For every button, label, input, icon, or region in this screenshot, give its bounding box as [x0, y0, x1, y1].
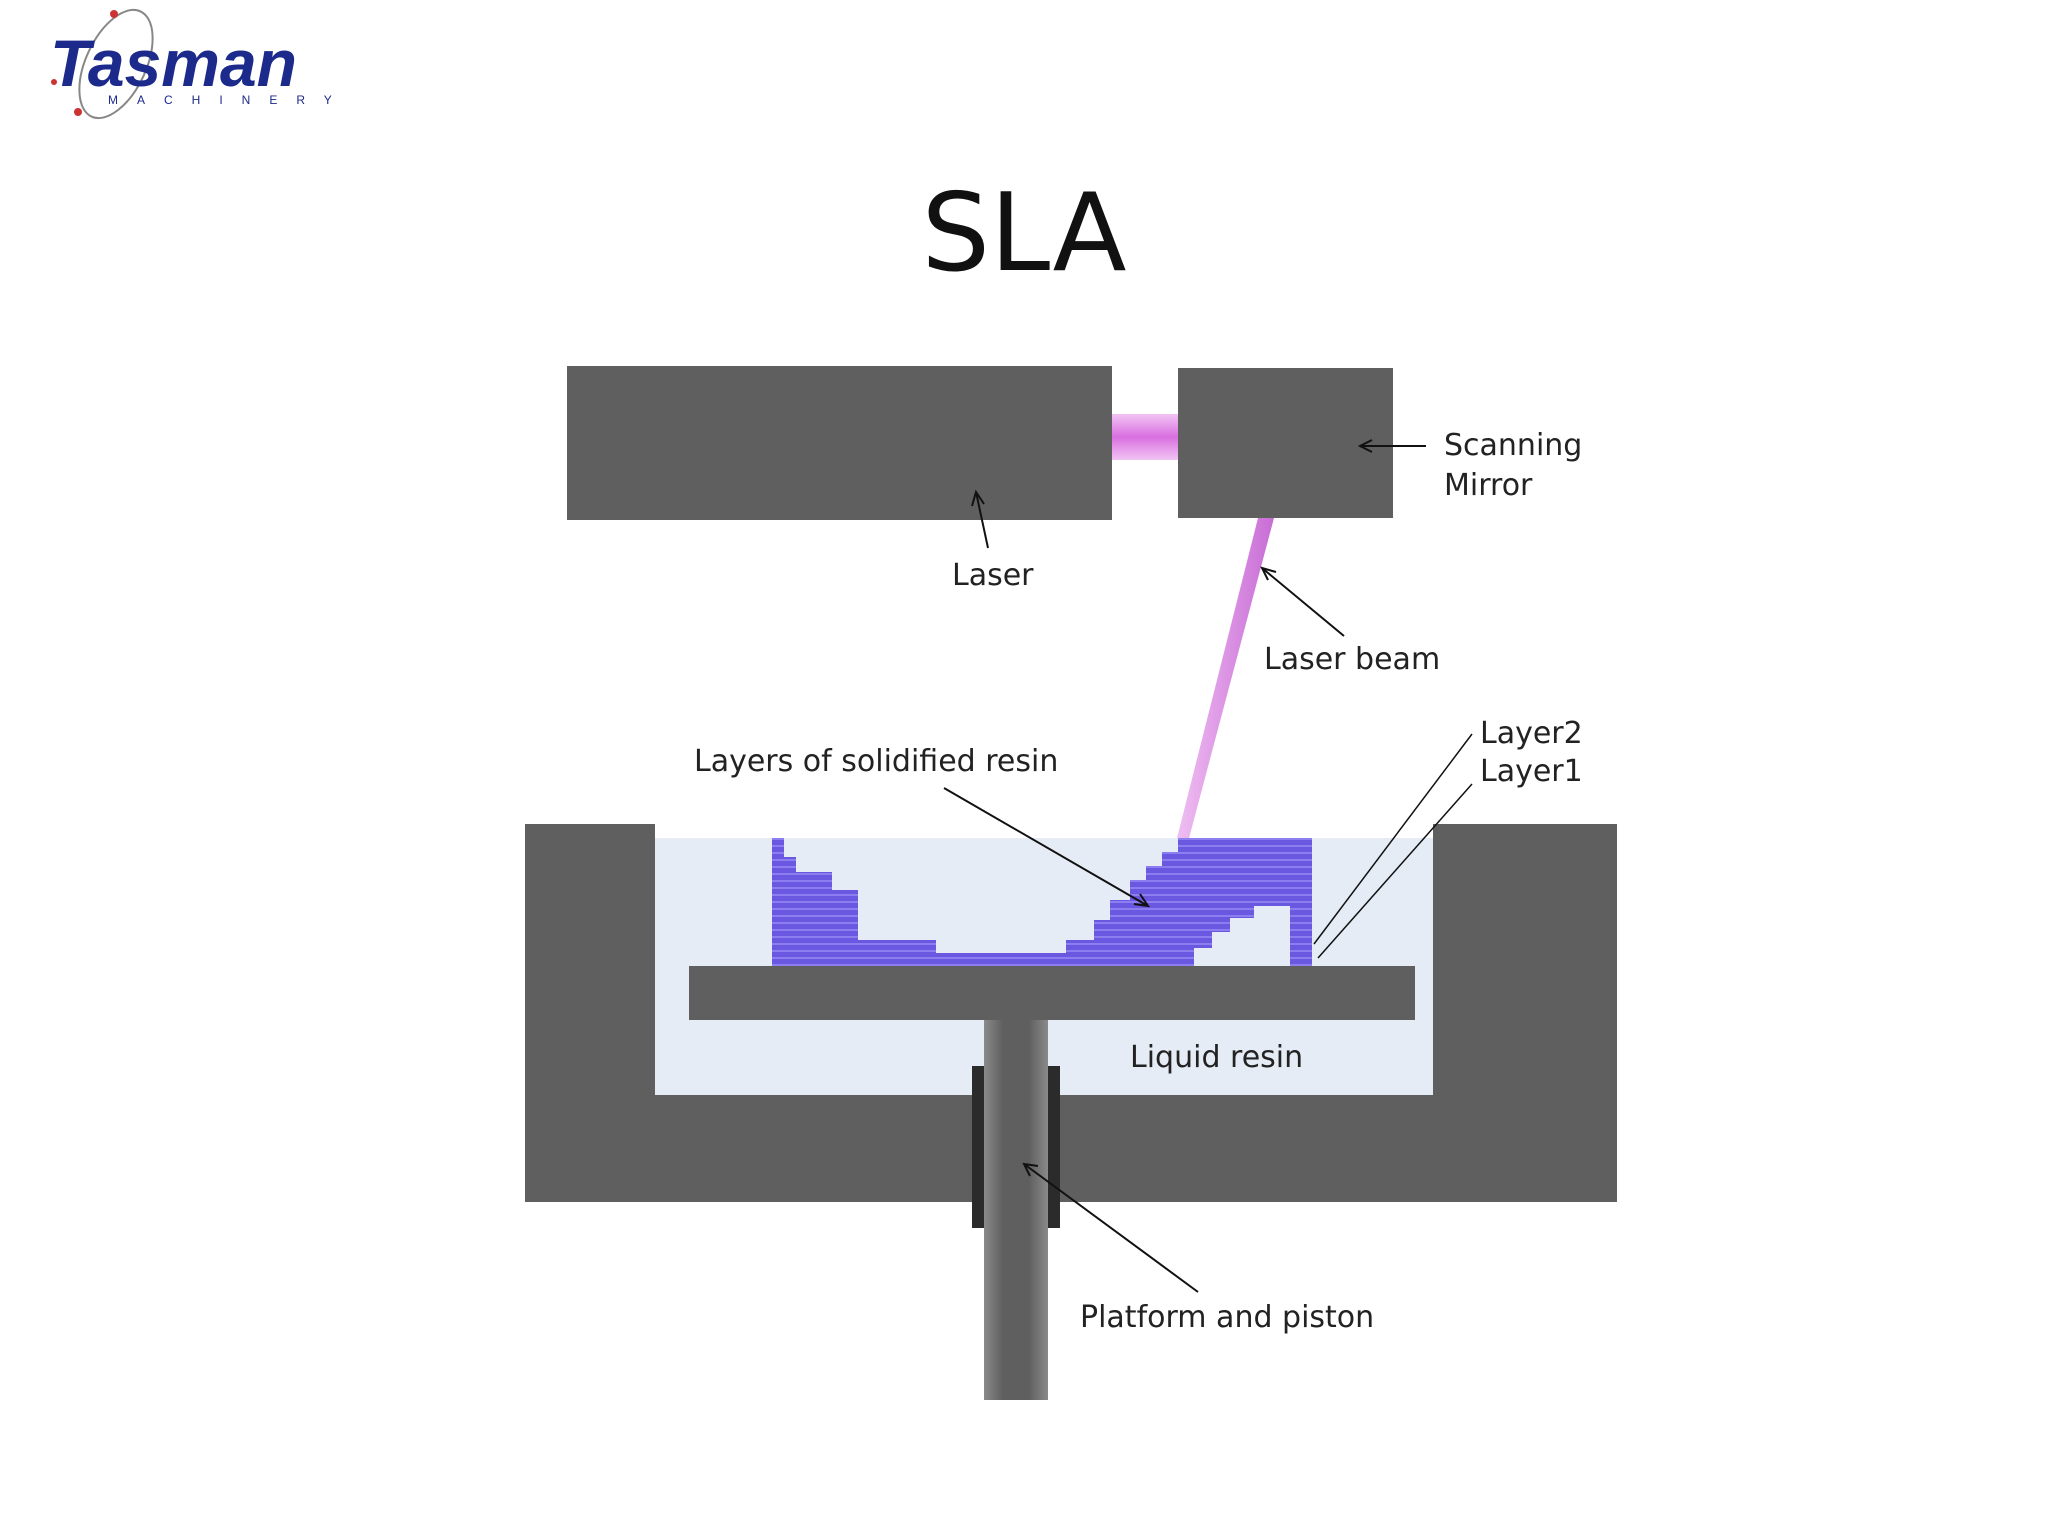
piston-bushing-right: [1048, 1066, 1060, 1228]
pointer-scanning-mirror: [1357, 439, 1426, 453]
label-layer2: Layer2: [1480, 716, 1583, 751]
logo-orbit-dot: [74, 108, 82, 116]
label-layer1: Layer1: [1480, 754, 1583, 789]
piston-rod: [984, 1020, 1048, 1400]
slide-title: SLA: [921, 171, 1127, 296]
label-laser: Laser: [952, 558, 1034, 593]
solidified-resin-part-left: [772, 838, 1066, 966]
label-scanning-mirror-line2: Mirror: [1444, 468, 1533, 503]
pointer-laser-beam: [1260, 566, 1345, 637]
logo-orbit-dot: [51, 79, 57, 85]
pointer-layer2: [1313, 733, 1473, 945]
logo-orbit-dot: [110, 10, 118, 18]
label-platform-and-piston: Platform and piston: [1080, 1300, 1375, 1335]
piston-bushing-left: [972, 1066, 984, 1228]
label-laser-beam: Laser beam: [1264, 642, 1441, 677]
laser-beam-vertical: [1176, 518, 1274, 842]
label-layers-solidified-resin: Layers of solidified resin: [694, 744, 1059, 779]
build-platform: [689, 966, 1415, 1020]
logo-tagline-text: MACHINERY: [108, 93, 351, 107]
logo-orbit: [78, 8, 154, 120]
laser-unit: [567, 366, 1112, 520]
label-scanning-mirror-line1: Scanning: [1444, 428, 1583, 463]
tasman-logo: Tasman MACHINERY: [50, 8, 351, 120]
vat-body: [525, 824, 1617, 1202]
pointer-platform-piston: [1022, 1162, 1199, 1293]
solidified-resin-part-right: [1066, 838, 1312, 966]
label-liquid-resin: Liquid resin: [1130, 1040, 1304, 1075]
pointer-laser: [971, 489, 989, 549]
pointer-layer1: [1317, 783, 1473, 959]
logo-brand-text: Tasman: [50, 26, 297, 100]
scanning-mirror-unit: [1178, 368, 1393, 518]
laser-beam-horizontal: [1112, 414, 1180, 460]
pointer-layers-solidified: [943, 787, 1151, 908]
